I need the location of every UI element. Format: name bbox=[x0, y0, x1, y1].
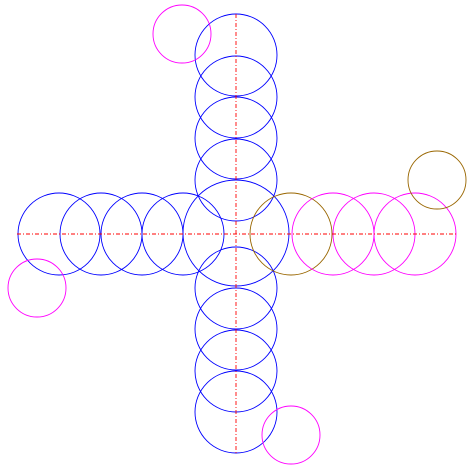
brown-circle bbox=[407, 150, 467, 210]
magenta-circle bbox=[261, 405, 321, 465]
magenta-circle bbox=[152, 4, 212, 64]
loose-circles bbox=[7, 4, 467, 465]
magenta-circle bbox=[7, 258, 67, 318]
blue-circle bbox=[194, 287, 278, 371]
axis-lines bbox=[17, 14, 457, 454]
